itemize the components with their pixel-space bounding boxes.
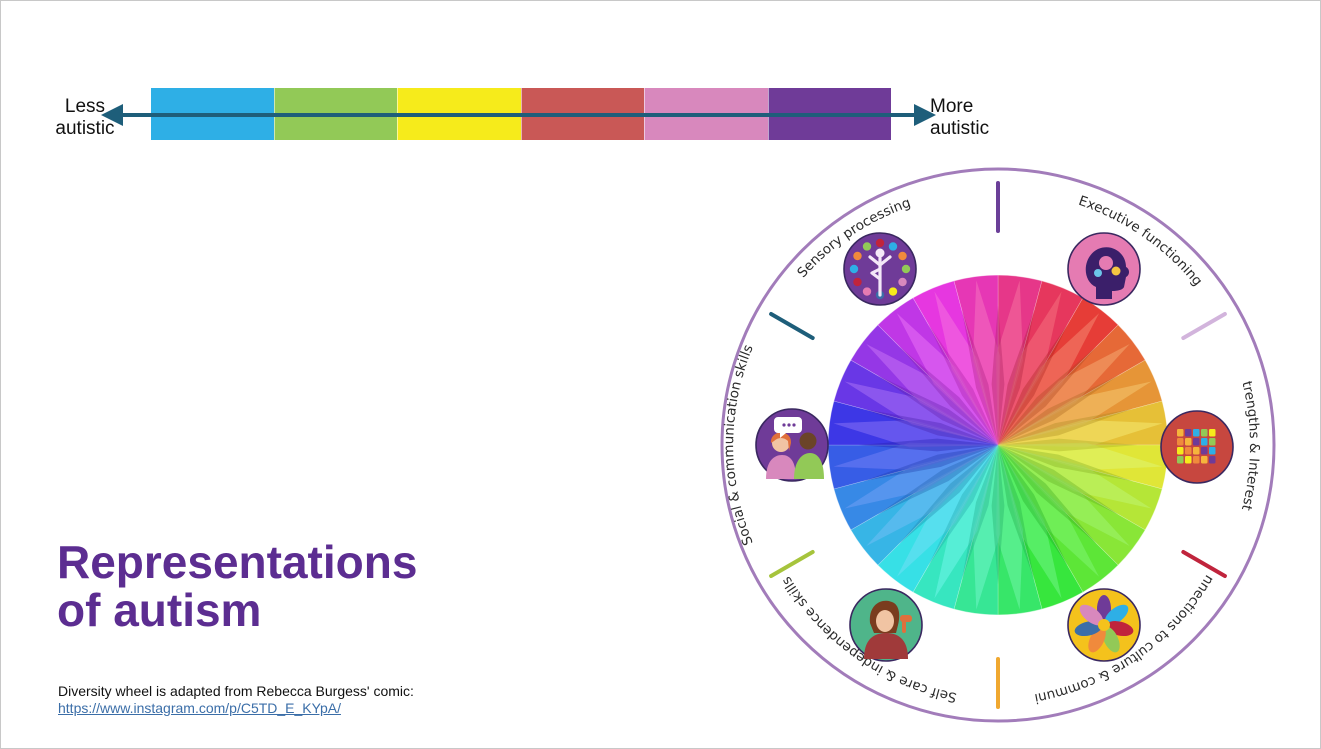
mandala-petal [998, 445, 1133, 482]
mandala-petal [863, 445, 998, 482]
more-autistic-label: More autistic [930, 96, 990, 139]
mandala-petal [866, 343, 998, 445]
mandala-petal [995, 280, 1024, 445]
mandala-petal [896, 445, 998, 577]
wheel-divider [1181, 312, 1227, 340]
mandala-petal [866, 445, 998, 547]
wheel-divider [769, 312, 815, 340]
mandala-petal [998, 445, 1097, 544]
mandala-petal [998, 445, 1130, 547]
mandala-petal [998, 442, 1163, 471]
mandala-petal [833, 442, 998, 471]
mandala-petal [961, 310, 998, 445]
mandala-petal [998, 313, 1100, 445]
mandala-petal [998, 445, 1035, 580]
mandala-petal [896, 313, 998, 445]
wheel-divider [1181, 550, 1227, 578]
mandala-petal [995, 445, 1024, 610]
mandala-petal [998, 419, 1163, 448]
mandala-petal [998, 381, 1152, 445]
mandala-petal [998, 445, 1152, 509]
mandala-petal [877, 375, 998, 445]
mandala-petal [998, 375, 1119, 445]
mandala-petal [998, 408, 1133, 445]
mandala-petal [998, 310, 1035, 445]
blocks-icon [1160, 410, 1234, 484]
mandala-petal [991, 305, 1005, 445]
mandala-petal [998, 445, 1100, 577]
less-autistic-label: Less autistic [55, 96, 115, 139]
mandala-petal [998, 445, 1068, 566]
mandala-petal [877, 445, 998, 515]
mandala-petal [928, 324, 998, 445]
mandala-petal [844, 445, 998, 509]
page-title: Representations of autism [57, 536, 418, 636]
mandala-petal [934, 445, 998, 599]
mandala-petal [998, 291, 1062, 445]
yoga-pose-icon [843, 232, 917, 306]
mandala-petal [998, 445, 1062, 599]
mandala-petal [844, 381, 998, 445]
mandala-petal [934, 291, 998, 445]
mandala-petal [928, 445, 998, 566]
source-link[interactable]: https://www.instagram.com/p/C5TD_E_KYpA/ [58, 700, 341, 716]
mandala-petal [899, 445, 998, 544]
diversity-wheel: Executive functioningStrengths & Interes… [720, 167, 1276, 723]
brain-gears-icon [1067, 232, 1141, 306]
double-arrow-icon [101, 104, 936, 126]
mandala-petal [899, 346, 998, 445]
mandala-petal [998, 343, 1130, 445]
mandala-petal [998, 445, 1119, 515]
mandala-petal [961, 445, 998, 580]
mandala-petal [998, 438, 1138, 452]
hands-circle-icon [1067, 588, 1141, 662]
conversation-icon [755, 408, 829, 482]
mandala-petal [991, 445, 1005, 585]
mandala-petal [998, 346, 1097, 445]
mandala-petal [998, 324, 1068, 445]
wheel-divider [769, 550, 815, 578]
credit-note: Diversity wheel is adapted from Rebecca … [58, 683, 414, 716]
mandala-petal [858, 438, 998, 452]
hair-care-icon [849, 588, 923, 662]
mandala-petal [972, 280, 1001, 445]
mandala-petal [863, 408, 998, 445]
mandala-petal [972, 445, 1001, 610]
mandala-petal [833, 419, 998, 448]
